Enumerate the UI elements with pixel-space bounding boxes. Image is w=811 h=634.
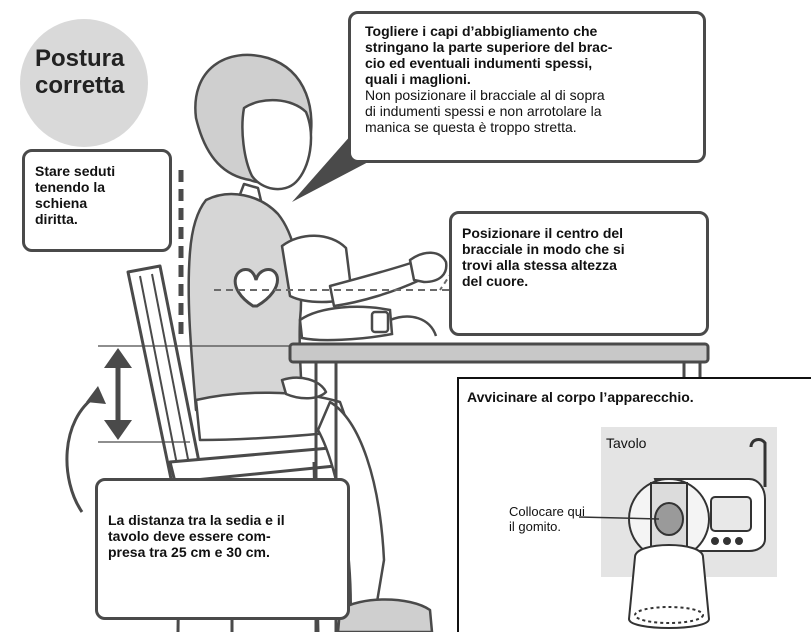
cuff-instruction-line: del cuore.: [462, 273, 529, 289]
person: [187, 53, 448, 632]
distance-instruction-line: tavolo deve essere com-: [108, 528, 271, 544]
distance-instruction-line: presa tra 25 cm e 30 cm.: [108, 544, 270, 560]
clothing-instruction-line: stringano la parte superiore del brac-: [365, 39, 613, 55]
monitor-device: [298, 305, 438, 342]
cuff-instruction-line: bracciale in modo che si: [462, 241, 625, 257]
heart-icon: [233, 268, 279, 308]
clothing-note-line: manica se questa è troppo stretta.: [365, 119, 577, 135]
inset-table-label: Tavolo: [606, 435, 647, 451]
clothing-callout: Togliere i capi d’abbigliamento che stri…: [348, 11, 706, 163]
distance-callout: La distanza tra la sedia e il tavolo dev…: [95, 478, 350, 620]
back-instruction-line: schiena: [35, 195, 88, 211]
back-instruction-line: diritta.: [35, 211, 78, 227]
cuff-instruction-line: Posizionare il centro del: [462, 225, 624, 241]
elbow-label: Collocare qui il gomito.: [509, 504, 585, 534]
clothing-instruction-line: Togliere i capi d’abbigliamento che: [365, 23, 598, 39]
back-callout: Stare seduti tenendo la schiena diritta.: [22, 149, 172, 252]
inset-heading: Avvicinare al corpo l’apparecchio.: [467, 389, 694, 405]
distance-indicator: [65, 345, 290, 513]
distance-instruction-line: La distanza tra la sedia e il: [108, 512, 285, 528]
clothing-instruction-line: cio ed eventuali indumenti spessi,: [365, 55, 593, 71]
title-line-1: Postura: [35, 45, 125, 72]
cuff-instruction-line: trovi alla stessa altezza: [462, 257, 617, 273]
cuff-callout: Posizionare il centro del bracciale in m…: [449, 211, 709, 336]
back-instruction-line: tenendo la: [35, 179, 106, 195]
clothing-note-line: Non posizionare il bracciale al di sopra: [365, 87, 605, 103]
title-badge: Postura corretta: [20, 19, 148, 147]
back-instruction-line: Stare seduti: [35, 163, 116, 179]
clothing-note-line: di indumenti spessi e non arrotolare la: [365, 103, 602, 119]
inset-detail: Avvicinare al corpo l’apparecchio. Tavol…: [457, 377, 811, 632]
elbow-label-line: il gomito.: [509, 519, 562, 534]
elbow-label-line: Collocare qui: [509, 504, 585, 519]
clothing-instruction-line: quali i maglioni.: [365, 71, 471, 87]
inset-device-illustration: [578, 438, 767, 629]
title-line-2: corretta: [35, 72, 125, 99]
page-title: Postura corretta: [35, 45, 124, 99]
